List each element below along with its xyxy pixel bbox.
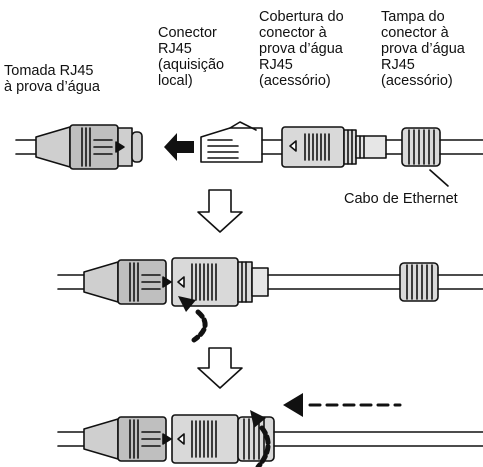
socket-cable-2 (57, 274, 85, 290)
connector-cover-1 (281, 126, 387, 168)
label-cap-line-1: Tampa do (381, 9, 445, 25)
label-socket-line-2: à prova d’água (4, 79, 100, 95)
label-cover-line-2: conector à (259, 25, 327, 41)
label-cover-line-4: RJ45 (259, 57, 293, 73)
ethernet-cable-1b (429, 139, 483, 187)
label-connector: Conector RJ45 (aquisição local) (158, 25, 224, 89)
solid-left-arrow-icon (164, 133, 194, 161)
connector-cap-1 (401, 127, 441, 167)
dashed-curved-arrow-3-icon (250, 410, 271, 467)
label-cable: Cabo de Ethernet (344, 191, 458, 207)
dashed-left-arrow-icon (283, 393, 402, 417)
step-3-group (57, 410, 483, 467)
waterproof-socket-2 (83, 259, 172, 305)
label-cover-line-5: (acessório) (259, 73, 331, 89)
ethernet-cable-3 (273, 431, 483, 447)
label-connector-line-1: Conector (158, 25, 217, 41)
waterproof-socket-3 (83, 416, 172, 462)
ethernet-cable-1a (385, 139, 403, 155)
hollow-down-arrow-2-icon (197, 347, 243, 389)
waterproof-socket-1 (35, 124, 143, 170)
ethernet-cable-2a (267, 274, 401, 290)
connector-cover-3 (171, 414, 239, 464)
label-cap-line-3: prova d’água (381, 41, 465, 57)
label-cap-line-5: (acessório) (381, 73, 453, 89)
label-connector-line-2: RJ45 (158, 41, 192, 57)
label-cap: Tampa do conector à prova d’água RJ45 (a… (381, 9, 465, 89)
connector-cover-2 (171, 257, 269, 307)
label-cover: Cobertura do conector à prova d’água RJ4… (259, 9, 344, 89)
dashed-curved-arrow-icon (178, 296, 208, 343)
label-cap-line-4: RJ45 (381, 57, 415, 73)
step-2-group (57, 257, 483, 343)
socket-cable-3 (57, 431, 85, 447)
label-connector-line-4: local) (158, 73, 193, 89)
label-socket-line-1: Tomada RJ45 (4, 63, 94, 79)
label-cap-line-2: conector à (381, 25, 449, 41)
label-connector-line-3: (aquisição (158, 57, 225, 73)
label-cable-line-1: Cabo de Ethernet (344, 191, 458, 207)
hollow-down-arrow-icon (197, 189, 243, 233)
connector-cap-2 (399, 262, 439, 302)
ethernet-cable-2b (437, 274, 483, 290)
label-cover-line-1: Cobertura do (259, 9, 344, 25)
label-cover-line-3: prova d’água (259, 41, 343, 57)
socket-cable-1 (15, 139, 37, 155)
step-1-group (15, 121, 483, 187)
label-socket: Tomada RJ45 à prova d’água (4, 63, 100, 95)
rj45-connector-1 (200, 121, 283, 163)
